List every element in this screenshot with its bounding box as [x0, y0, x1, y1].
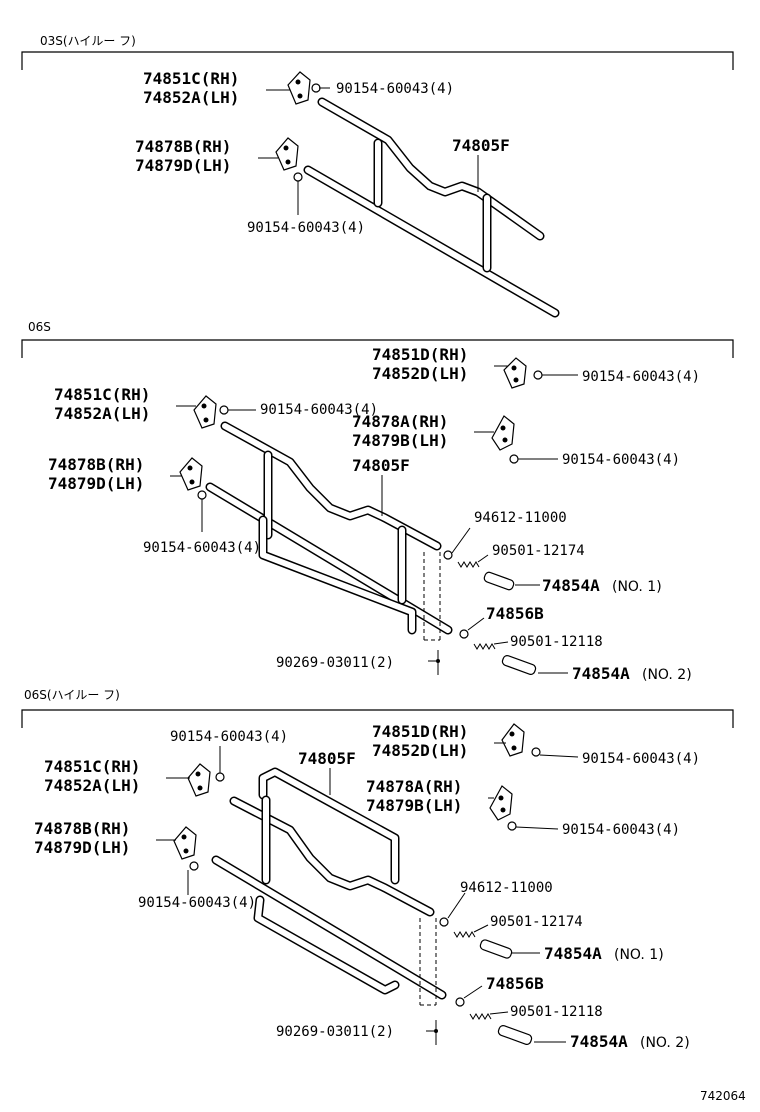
- label-bolt: 90154-60043(4): [138, 895, 256, 911]
- bolt-icon: [219, 405, 256, 415]
- hinge-bracket-lower: [173, 826, 197, 860]
- label-right-upper-rh: 74851D(RH): [372, 722, 468, 741]
- label-hinge-upper-lh: 74852A(LH): [54, 404, 150, 423]
- seat-frame-bar: [303, 97, 560, 318]
- bolt-icon: [531, 747, 579, 758]
- hinge-bracket-right-upper: [501, 723, 525, 757]
- label-knob-number: (NO. 1): [614, 947, 664, 963]
- label-hinge-lower-rh: 74878B(RH): [34, 819, 130, 838]
- hinge-bracket-lower: [275, 137, 299, 171]
- label-right-lower-lh: 74879B(LH): [366, 796, 462, 815]
- bolt-icon: [215, 746, 225, 782]
- seat-frame-bar: [205, 421, 453, 641]
- figure-number: 742064: [700, 1089, 746, 1103]
- spring-icon: [453, 924, 489, 938]
- label-right-upper-lh: 74852D(LH): [372, 741, 468, 760]
- label-right-upper-lh: 74852D(LH): [372, 364, 468, 383]
- bolt-icon: [197, 490, 207, 532]
- bolt-icon: [187, 861, 199, 895]
- cap-icon: [443, 527, 471, 560]
- knob-icon: [479, 939, 540, 959]
- label-spring: 90501-12118: [510, 634, 603, 650]
- label-knob-number: (NO. 1): [612, 579, 662, 595]
- label-right-lower-rh: 74878A(RH): [352, 412, 448, 431]
- hinge-bracket-lower: [179, 457, 203, 491]
- label-bolt: 90154-60043(4): [170, 729, 288, 745]
- label-knob: 74854A: [570, 1032, 628, 1051]
- label-bolt: 90154-60043(4): [582, 751, 700, 767]
- label-bolt: 90154-60043(4): [562, 452, 680, 468]
- hinge-bracket-right-lower: [489, 785, 513, 821]
- section-header: 06S(ハイルー フ): [24, 688, 120, 702]
- label-hinge-upper-rh: 74851C(RH): [44, 757, 140, 776]
- label-knob-number: (NO. 2): [640, 1035, 690, 1051]
- bolt-icon: [293, 172, 303, 215]
- collar-icon: [459, 617, 485, 639]
- label-knob: 74854A: [542, 576, 600, 595]
- label-hinge-upper-lh: 74852A(LH): [44, 776, 140, 795]
- section-06s: 06S: [21, 320, 734, 683]
- section-bracket: [21, 51, 734, 70]
- knob-icon: [497, 1025, 566, 1045]
- label-spring: 90501-12118: [510, 1004, 603, 1020]
- section-header: 06S: [28, 320, 51, 334]
- label-spring: 90501-12174: [492, 543, 585, 559]
- pin-icon: [428, 650, 440, 675]
- label-hinge-upper-rh: 74851C(RH): [143, 69, 239, 88]
- label-knob: 74854A: [572, 664, 630, 683]
- bolt-icon: [509, 454, 558, 464]
- label-hinge-lower-rh: 74878B(RH): [48, 455, 144, 474]
- label-right-lower-lh: 74879B(LH): [352, 431, 448, 450]
- spring-icon: [457, 554, 489, 568]
- label-pin: 90269-03011(2): [276, 1024, 394, 1040]
- label-hinge-lower-lh: 74879D(LH): [135, 156, 231, 175]
- label-cap: 94612-11000: [460, 880, 553, 896]
- label-bar: 74805F: [298, 749, 356, 768]
- label-knob-number: (NO. 2): [642, 667, 692, 683]
- label-hinge-lower-lh: 74879D(LH): [34, 838, 130, 857]
- label-bar: 74805F: [452, 136, 510, 155]
- label-spring: 90501-12174: [490, 914, 583, 930]
- hinge-bracket-right-upper: [503, 357, 527, 389]
- label-hinge-lower-lh: 74879D(LH): [48, 474, 144, 493]
- hinge-bracket-upper: [193, 395, 217, 429]
- spring-icon: [469, 1011, 509, 1020]
- section-bracket: [21, 709, 734, 728]
- knob-icon: [483, 571, 540, 591]
- label-bolt: 90154-60043(4): [562, 822, 680, 838]
- section-06s-high-roof: 06S(ハイルー フ): [21, 688, 734, 1051]
- seat-frame-bar: [211, 767, 447, 1006]
- label-hinge-upper-lh: 74852A(LH): [143, 88, 239, 107]
- pin-icon: [426, 1020, 438, 1045]
- knob-icon: [501, 655, 568, 675]
- section-bracket: [21, 339, 734, 358]
- collar-icon: [455, 985, 483, 1007]
- label-cap: 94612-11000: [474, 510, 567, 526]
- label-bar: 74805F: [352, 456, 410, 475]
- label-bolt: 90154-60043(4): [143, 540, 261, 556]
- bolt-icon: [311, 83, 330, 93]
- label-bolt: 90154-60043(4): [336, 81, 454, 97]
- label-collar: 74856B: [486, 974, 544, 993]
- label-knob: 74854A: [544, 944, 602, 963]
- label-bolt: 90154-60043(4): [582, 369, 700, 385]
- label-right-upper-rh: 74851D(RH): [372, 345, 468, 364]
- label-collar: 74856B: [486, 604, 544, 623]
- label-pin: 90269-03011(2): [276, 655, 394, 671]
- section-03s: 03S(ハイルー フ) 74851C(RH): [21, 34, 734, 318]
- hinge-bracket-upper: [187, 763, 211, 797]
- label-bolt: 90154-60043(4): [260, 402, 378, 418]
- bolt-icon: [533, 370, 578, 380]
- spring-icon: [473, 641, 509, 650]
- label-hinge-lower-rh: 74878B(RH): [135, 137, 231, 156]
- hinge-bracket-right-lower: [491, 415, 515, 451]
- label-hinge-upper-rh: 74851C(RH): [54, 385, 150, 404]
- section-header: 03S(ハイルー フ): [40, 34, 136, 48]
- hinge-bracket-upper: [287, 71, 311, 105]
- label-right-lower-rh: 74878A(RH): [366, 777, 462, 796]
- label-bolt: 90154-60043(4): [247, 220, 365, 236]
- cap-icon: [439, 892, 466, 927]
- bolt-icon: [507, 821, 559, 831]
